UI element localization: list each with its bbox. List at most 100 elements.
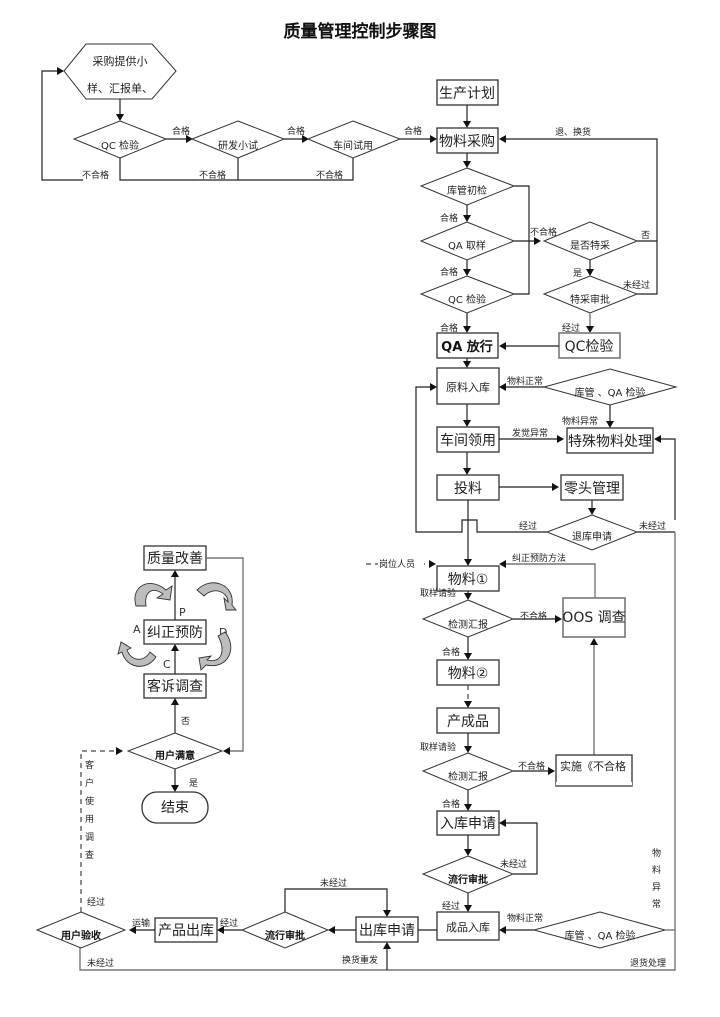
svg-text:使: 使 bbox=[85, 795, 94, 807]
label-sampling-request: 取样请验 bbox=[420, 587, 456, 599]
node-warehouse-qa-check-1-label: 库管 、QA 检验 bbox=[574, 386, 645, 399]
pdca-label-c: C bbox=[163, 658, 171, 671]
node-oos-investigation-label: OOS 调查 bbox=[562, 610, 625, 626]
node-feeding[interactable] bbox=[436, 474, 500, 501]
label-passed: 经过 bbox=[519, 520, 537, 532]
label-yes: 是 bbox=[189, 778, 198, 789]
label-pass: 合格 bbox=[440, 322, 458, 334]
pdca-label-a: A bbox=[133, 623, 141, 636]
node-workshop-requisition[interactable] bbox=[436, 426, 500, 453]
chart-title: 质量管理控制步骤图 bbox=[284, 21, 437, 42]
node-leftover-management[interactable] bbox=[560, 474, 624, 501]
node-special-material-handling[interactable] bbox=[566, 427, 654, 454]
node-warehouse-qa-check-1[interactable] bbox=[542, 368, 678, 406]
node-inspection-report-1[interactable] bbox=[421, 599, 515, 638]
label-return-reissue: 换货重发 bbox=[342, 954, 378, 966]
node-sample-supply-line2: 样、汇报单、 bbox=[87, 81, 153, 95]
node-material-2[interactable] bbox=[436, 659, 500, 686]
node-finished-storage[interactable] bbox=[436, 911, 500, 941]
label-pass: 合格 bbox=[442, 798, 460, 810]
label-passed: 经过 bbox=[442, 900, 460, 912]
node-finished-storage-label: 成品入库 bbox=[446, 921, 490, 934]
node-qc-check-1[interactable] bbox=[72, 120, 168, 159]
node-raw-material-storage[interactable] bbox=[436, 367, 500, 405]
node-complaint-investigation[interactable] bbox=[143, 673, 207, 699]
svg-text:物: 物 bbox=[652, 847, 661, 859]
label-passed: 经过 bbox=[87, 896, 105, 908]
label-pass: 合格 bbox=[442, 646, 460, 658]
node-storage-request[interactable] bbox=[436, 810, 500, 836]
label-not-passed: 未经过 bbox=[639, 520, 666, 532]
label-no: 否 bbox=[641, 230, 650, 241]
node-material-2-label: 物料② bbox=[448, 666, 489, 682]
node-warehouse-initial-check-label: 库管初检 bbox=[447, 184, 487, 197]
node-inspection-report-1-label: 检测汇报 bbox=[448, 618, 488, 631]
svg-text:用: 用 bbox=[85, 814, 94, 825]
node-oos-investigation[interactable] bbox=[562, 597, 626, 638]
node-approval-2[interactable] bbox=[240, 911, 330, 949]
node-qc-check-1-label: QC 检验 bbox=[101, 139, 139, 152]
label-sampling-request: 取样请验 bbox=[420, 741, 456, 753]
label-pass: 合格 bbox=[440, 266, 458, 278]
label-yes: 是 bbox=[573, 268, 582, 279]
label-customer-survey-vertical: 客 户 使 用 调 查 bbox=[85, 759, 94, 861]
node-qc-check-2-label: QC 检验 bbox=[448, 293, 486, 306]
node-end-label: 结束 bbox=[161, 800, 189, 816]
node-qa-release-label: QA 放行 bbox=[441, 339, 493, 355]
label-transport: 运输 bbox=[132, 917, 150, 929]
node-complaint-investigation-label: 客诉调查 bbox=[147, 678, 203, 695]
label-not-passed: 未经过 bbox=[623, 279, 650, 291]
label-fail: 不合格 bbox=[199, 169, 226, 181]
node-approval-2-label: 流行审批 bbox=[265, 929, 305, 942]
node-quality-improvement-label: 质量改善 bbox=[147, 551, 203, 567]
label-fail: 不合格 bbox=[82, 169, 109, 181]
label-pass: 合格 bbox=[404, 125, 422, 137]
node-inspection-report-2-label: 检测汇报 bbox=[448, 770, 488, 783]
label-corrective-method: 纠正预防方法 bbox=[512, 552, 566, 564]
node-feeding-label: 投料 bbox=[454, 481, 482, 497]
node-warehouse-qa-check-2[interactable] bbox=[532, 911, 667, 949]
node-customer-acceptance[interactable] bbox=[35, 911, 127, 949]
node-workshop-trial[interactable] bbox=[306, 120, 402, 159]
node-special-purchase-question-label: 是否特采 bbox=[570, 240, 610, 252]
label-material-abnormal-vertical: 物 料 异 常 bbox=[652, 847, 661, 910]
cycle-arrow-icon bbox=[198, 631, 232, 671]
node-nonconforming-procedure[interactable] bbox=[555, 754, 633, 787]
svg-text:查: 查 bbox=[85, 849, 94, 861]
node-customer-acceptance-label: 用户验收 bbox=[60, 929, 101, 942]
label-fail: 不合格 bbox=[518, 760, 545, 772]
node-qa-sampling-label: QA 取样 bbox=[448, 239, 486, 252]
svg-text:常: 常 bbox=[652, 898, 661, 910]
svg-text:户: 户 bbox=[85, 777, 94, 789]
node-sample-supply-line1: 采购提供小 bbox=[93, 54, 148, 68]
node-qc-check-3-label: QC检验 bbox=[565, 339, 614, 355]
label-pass: 合格 bbox=[287, 125, 305, 137]
node-rd-trial[interactable] bbox=[190, 120, 286, 159]
node-production-plan-label: 生产计划 bbox=[439, 86, 495, 102]
label-material-normal: 物料正常 bbox=[507, 375, 543, 387]
label-fail: 不合格 bbox=[316, 169, 343, 181]
label-not-passed: 未经过 bbox=[87, 957, 114, 969]
svg-text:客: 客 bbox=[85, 759, 94, 771]
node-production-plan[interactable] bbox=[436, 79, 499, 106]
label-fail: 不合格 bbox=[520, 610, 547, 622]
label-issue-abnormal: 发觉异常 bbox=[512, 427, 548, 439]
node-return-request[interactable] bbox=[545, 514, 639, 551]
node-product[interactable] bbox=[436, 707, 500, 734]
node-workshop-requisition-label: 车间领用 bbox=[440, 432, 496, 449]
node-warehouse-qa-check-2-label: 库管 、QA 检验 bbox=[564, 929, 635, 942]
node-end[interactable] bbox=[141, 791, 209, 824]
label-passed: 经过 bbox=[220, 917, 238, 929]
node-product-label: 产成品 bbox=[447, 714, 489, 730]
connector bbox=[41, 70, 83, 181]
label-return-handling: 退货处理 bbox=[630, 957, 666, 969]
node-special-purchase-approval-label: 特采审批 bbox=[570, 293, 610, 306]
label-pass: 合格 bbox=[440, 212, 458, 224]
node-rd-trial-label: 研发小试 bbox=[218, 139, 258, 152]
node-workshop-trial-label: 车间试用 bbox=[333, 139, 373, 152]
cycle-arrow-icon bbox=[196, 582, 237, 611]
node-material-purchase-label: 物料采购 bbox=[439, 134, 495, 150]
node-customer-satisfaction-label: 用户满意 bbox=[154, 749, 195, 762]
